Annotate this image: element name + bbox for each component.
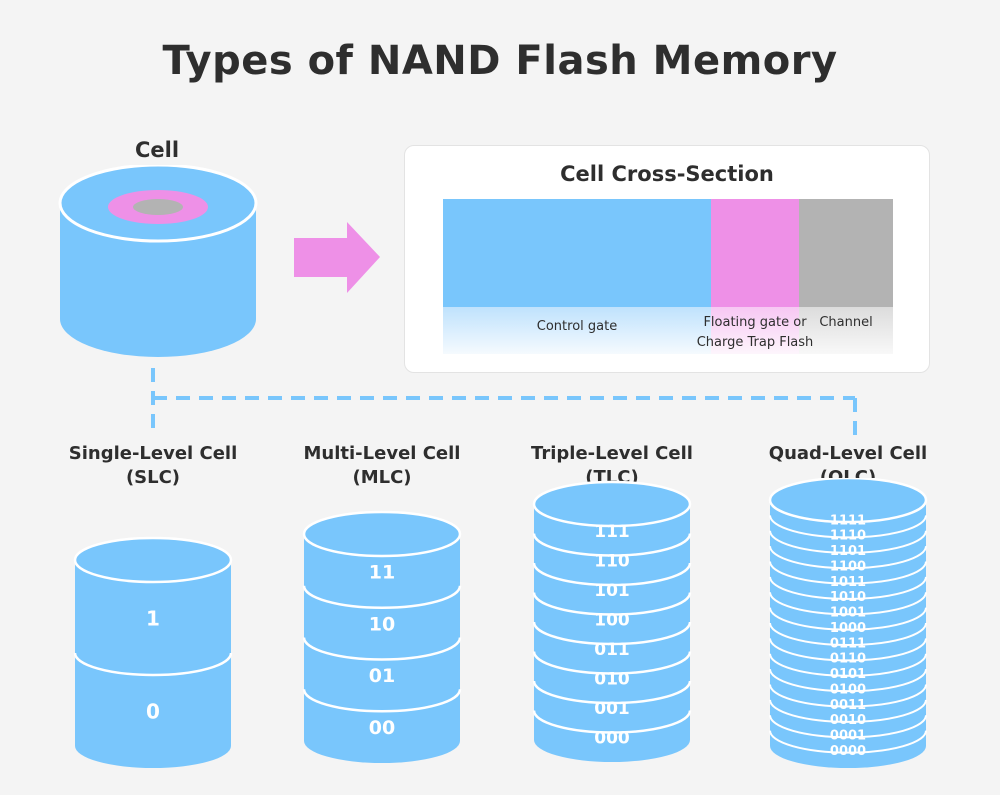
- tlc-value-label: 110: [594, 551, 630, 571]
- mlc-value-label: 11: [369, 562, 395, 584]
- control-gate-layer: [443, 199, 711, 307]
- tlc-value-label: 111: [594, 522, 630, 542]
- qlc-value-label: 0110: [830, 652, 866, 667]
- qlc-value-label: 1100: [830, 560, 866, 575]
- mlc-label-line1: Multi-Level Cell: [303, 443, 461, 464]
- control-gate-fade: [443, 307, 711, 354]
- qlc-value-label: 0001: [830, 729, 866, 744]
- dashed-connector: [151, 368, 857, 436]
- tlc-value-label: 100: [594, 610, 630, 630]
- channel-core: [133, 199, 183, 215]
- slc-value-label: 1: [146, 607, 160, 631]
- slc-value-label: 0: [146, 700, 160, 724]
- mlc-label-line2: (MLC): [352, 467, 412, 488]
- channel-label: Channel: [819, 315, 873, 330]
- qlc-value-label: 0010: [830, 713, 866, 728]
- qlc-value-label: 0101: [830, 667, 866, 682]
- tlc-value-label: 001: [594, 699, 630, 719]
- cross-section-panel: Cell Cross-Section Control gate Floating…: [404, 145, 930, 373]
- qlc-value-label: 1110: [830, 529, 866, 544]
- mlc-value-label: 00: [369, 717, 395, 739]
- channel-layer: [799, 199, 893, 307]
- tlc-value-label: 010: [594, 669, 630, 689]
- cell-label: Cell: [134, 138, 180, 162]
- tlc-value-label: 011: [594, 640, 630, 660]
- mlc-label: Multi-Level Cell (MLC): [282, 442, 482, 490]
- floating-gate-label-line1: Floating gate or: [703, 315, 807, 330]
- mlc-value-label: 01: [369, 665, 395, 687]
- mlc-stack: 11 10 01 00: [302, 510, 462, 763]
- cell-cylinder-icon: [58, 165, 258, 357]
- qlc-value-label: 1011: [830, 575, 866, 590]
- qlc-value-label: 1000: [830, 621, 866, 636]
- floating-gate-fade: [711, 307, 799, 354]
- slc-label-line1: Single-Level Cell: [68, 443, 238, 464]
- qlc-value-label: 1101: [830, 544, 866, 559]
- page-title: Types of NAND Flash Memory: [162, 38, 838, 84]
- qlc-value-label: 0011: [830, 698, 866, 713]
- slc-label: Single-Level Cell (SLC): [53, 442, 253, 490]
- qlc-value-label: 0100: [830, 683, 866, 698]
- qlc-stack: 1111111011011100101110101001100001110110…: [768, 478, 928, 768]
- slc-label-line2: (SLC): [125, 467, 181, 488]
- qlc-value-label: 0000: [830, 744, 866, 759]
- control-gate-label: Control gate: [536, 319, 618, 334]
- qlc-label-line1: Quad-Level Cell: [768, 443, 928, 464]
- floating-gate-label-line2: Charge Trap Flash: [696, 335, 814, 350]
- mlc-value-label: 10: [369, 613, 395, 635]
- tlc-label-line1: Triple-Level Cell: [531, 443, 693, 464]
- tlc-stack: 111 110 101 100 011 010 001 000: [532, 480, 692, 762]
- qlc-value-label: 1001: [830, 606, 866, 621]
- tlc-value-label: 000: [594, 728, 630, 748]
- qlc-value-label: 1111: [830, 513, 866, 528]
- channel-fade: [799, 307, 893, 354]
- slc-stack: 10: [73, 536, 233, 768]
- qlc-value-label: 0111: [830, 636, 866, 651]
- tlc-value-label: 101: [594, 581, 630, 601]
- arrow-right-icon: [294, 222, 380, 293]
- cross-section-title: Cell Cross-Section: [560, 162, 774, 186]
- qlc-value-label: 1010: [830, 590, 866, 605]
- floating-gate-layer: [711, 199, 799, 307]
